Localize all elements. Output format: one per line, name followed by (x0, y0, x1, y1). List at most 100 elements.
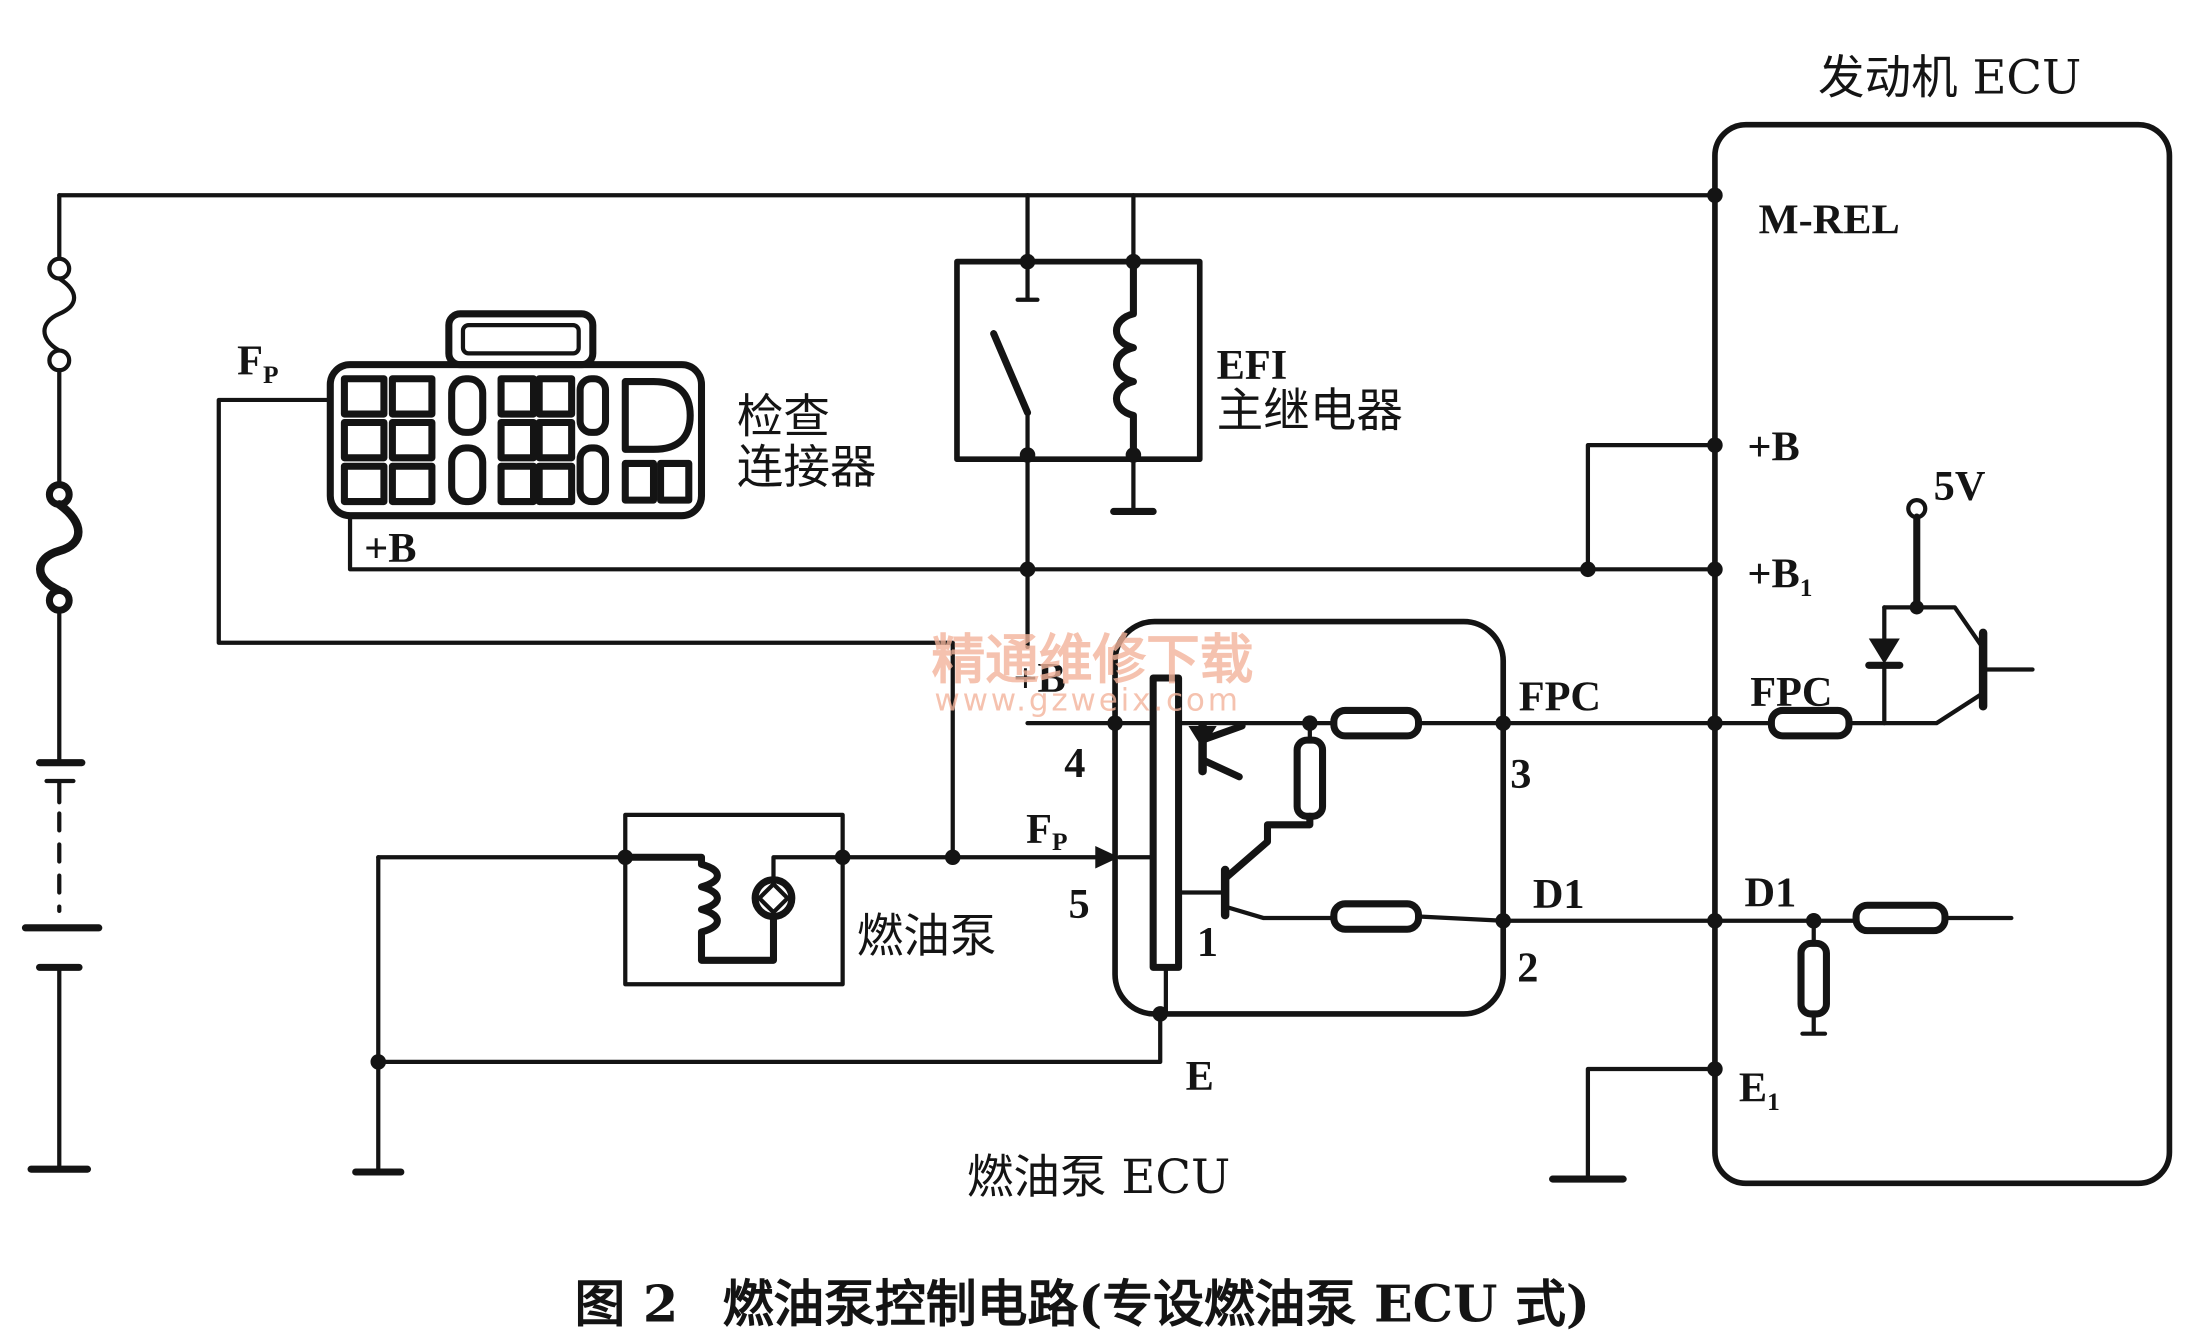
connector-key-cavity (621, 378, 694, 453)
resistor-d1-series (1852, 901, 1949, 935)
connector-label-check: 检查 (737, 389, 830, 443)
diode-symbol (1868, 638, 1900, 664)
connector-pin-cell (340, 375, 388, 418)
wire-pump-ecu-e (376, 1011, 1163, 1065)
fuel-pump-coil (621, 853, 778, 964)
engine-ecu: 发动机 ECU M-REL +B +B1 5V FPC D1 E1 (1712, 51, 2173, 1187)
fuel-pump-ecu: +B FP 4 5 1 3 2 FPC D1 E 燃油泵 ECU (967, 618, 1601, 1204)
fuel-pump-ecu-housing (1112, 618, 1507, 1017)
connector-pin-cell (388, 375, 436, 418)
connector-pin-oval (448, 444, 487, 506)
connector-pin-cell (535, 375, 576, 418)
junction-dot (1125, 447, 1142, 463)
connector-fp-sub: P (263, 361, 279, 389)
pump-ecu-pin-4: 4 (1064, 740, 1085, 787)
junction-dot (1107, 715, 1123, 731)
engine-ecu-plus-b1-main: +B (1747, 551, 1799, 598)
connector-pin-cell (388, 462, 436, 506)
junction-dot (1495, 913, 1511, 929)
connector-pin-cell (657, 459, 693, 504)
engine-ecu-d1-label: D1 (1745, 870, 1797, 917)
connector-pin-oval (576, 375, 610, 436)
relay-label-main-relay: 主继电器 (1217, 384, 1403, 438)
junction-dot (617, 849, 634, 866)
fuse-terminal-bottom (47, 348, 72, 373)
wire-resistor-to-pin-2 (1416, 914, 1506, 923)
fuse-terminal-top (47, 256, 72, 281)
fuel-pump-housing (623, 812, 845, 987)
wire-5v-distribution (1882, 605, 1983, 647)
fuel-pump-motor-mark (757, 881, 790, 915)
junction-dot (1707, 913, 1723, 929)
pump-ecu-plus-b-label: +B (1013, 655, 1065, 702)
resistor-d1-internal (1330, 900, 1423, 933)
wire-ecu-plus-b-loop (1585, 442, 1718, 572)
pump-ecu-pin-5: 5 (1068, 881, 1089, 928)
junction-dot (1707, 187, 1723, 204)
d1-pulldown-lead-bottom (1800, 1011, 1828, 1036)
caption-title: 燃油泵控制电路(专设燃油泵 ECU 式) (723, 1274, 1590, 1332)
fusible-link-terminal-bottom (45, 586, 73, 614)
connector-pin-cell (340, 418, 388, 462)
engine-ecu-e1-main: E (1739, 1064, 1767, 1111)
engine-ecu-5v-label: 5V (1934, 463, 1986, 510)
engine-ecu-housing (1712, 121, 2173, 1187)
main-wires (57, 193, 1859, 1183)
junction-dot (1580, 561, 1596, 578)
junction-dot (834, 849, 851, 866)
wire-e1-ground (1585, 1066, 1718, 1182)
connector-pin-cell (497, 375, 538, 418)
fuel-pump-ecu-transistor-lower (1176, 865, 1336, 921)
arrow-pin-5 (1095, 845, 1120, 869)
fuel-pump-ecu-transistor-upper (1188, 721, 1246, 781)
efi-main-relay: EFI 主继电器 (954, 258, 1403, 515)
fuel-pump-label: 燃油泵 (857, 909, 997, 963)
junction-dot (1019, 447, 1036, 463)
connector-pin-cell (340, 462, 388, 506)
connector-pin-oval (576, 444, 610, 506)
connector-plus-b-label: +B (364, 525, 416, 572)
caption-figure-number: 图 2 (574, 1274, 678, 1332)
junction-dot (1302, 715, 1318, 731)
pump-ecu-fp-label: FP (1026, 806, 1067, 856)
wire-resistor-to-transistor (1221, 812, 1314, 882)
check-connector: FP +B 检查 连接器 (237, 310, 877, 572)
connector-top-latch (445, 310, 597, 369)
fuel-pump: 燃油泵 (621, 812, 997, 987)
engine-ecu-plus-b1-sub: 1 (1800, 574, 1813, 602)
connector-pin-cell (535, 462, 576, 506)
connector-pin-cell (621, 459, 658, 504)
battery-fuse-branch (21, 193, 103, 1173)
junction-dot (1707, 1061, 1723, 1077)
relay-coil (1113, 258, 1137, 459)
junction-dots (370, 187, 1924, 1077)
connector-pin-cell (535, 418, 576, 462)
connector-latch-inner (460, 323, 581, 356)
resistor-fpc-internal (1330, 706, 1423, 740)
pump-ecu-d1-label: D1 (1533, 871, 1585, 918)
wire-plus-b-bus (347, 513, 1718, 572)
resistor-d1-pulldown (1797, 939, 1830, 1018)
fuel-pump-motor-lead (771, 855, 845, 882)
connector-body (326, 361, 706, 520)
connector-pin-oval (448, 375, 487, 436)
pump-ecu-pin-3: 3 (1510, 751, 1531, 798)
connector-label-connector: 连接器 (737, 440, 877, 494)
resistor-vertical-internal (1293, 736, 1327, 820)
engine-ecu-m-rel-label: M-REL (1759, 196, 1900, 243)
engine-ecu-plus-b-label: +B (1747, 424, 1799, 471)
junction-dot (1125, 253, 1142, 270)
junction-dot (370, 1054, 387, 1070)
watermark-line-2: www.gzweix.com (934, 682, 1240, 718)
pump-ecu-e-label: E (1186, 1053, 1214, 1100)
junction-dot (1909, 600, 1924, 615)
wire-fpc-to-transistor (1846, 692, 1983, 726)
fuel-pump-ecu-ic (1149, 674, 1183, 971)
junction-dot (1152, 1006, 1168, 1022)
connector-pin-cell (497, 462, 538, 506)
pump-ecu-pin-1: 1 (1197, 919, 1218, 966)
engine-ecu-plus-b1-label: +B1 (1747, 551, 1812, 602)
wire-connector-fp (216, 397, 955, 860)
connector-pin-cell (388, 418, 436, 462)
